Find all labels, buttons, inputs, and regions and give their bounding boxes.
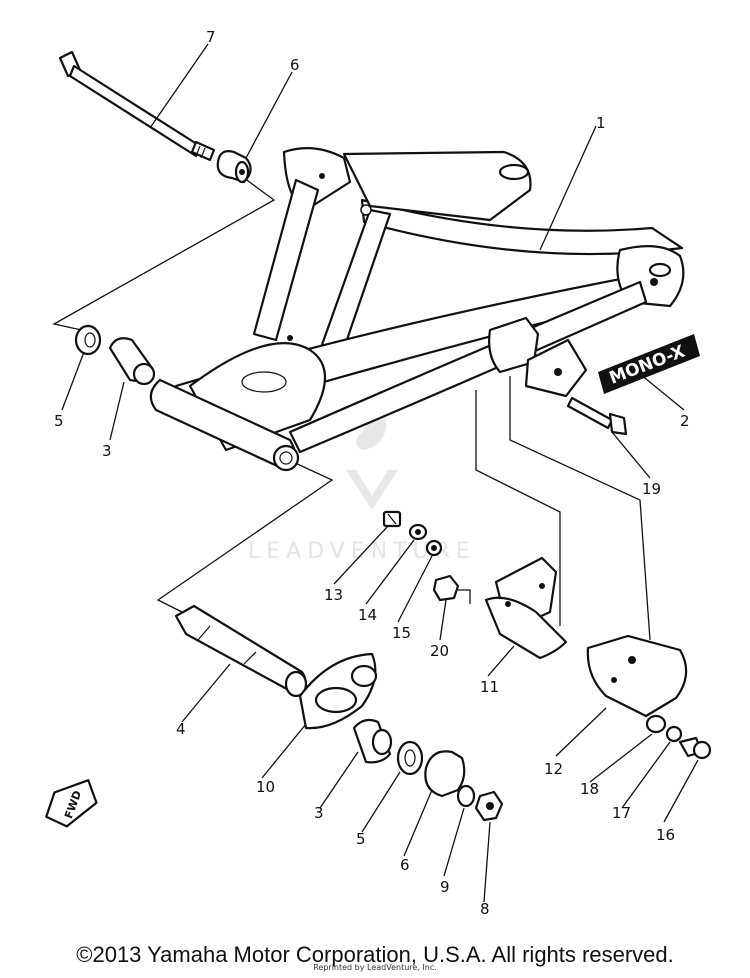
callout-18: 18 [580, 780, 599, 798]
part-19-bolt [566, 396, 628, 436]
part-12-bracket [586, 634, 688, 718]
callout-5a: 5 [54, 412, 64, 430]
part-4-pivot-shaft [174, 604, 308, 698]
part-5-washer-upper [74, 324, 102, 356]
copyright-notice: ©2013 Yamaha Motor Corporation, U.S.A. A… [76, 942, 674, 967]
part-10-arm [298, 652, 378, 730]
fwd-arrow: FWD [45, 779, 98, 828]
reprint-note: Reprinted by LeadVenture, Inc. [313, 963, 437, 972]
part-14-washer [408, 523, 428, 541]
callout-12: 12 [544, 760, 563, 778]
callout-16: 16 [656, 826, 675, 844]
callout-9: 9 [440, 878, 450, 896]
callout-20: 20 [430, 642, 449, 660]
part-13-bolt [382, 510, 402, 528]
part-20-nut [432, 574, 460, 602]
part-7-pivot-shaft [58, 50, 216, 162]
part-15-washer [425, 539, 443, 557]
callout-15: 15 [392, 624, 411, 642]
part-9-washer [456, 784, 476, 808]
part-18-washer [645, 714, 667, 734]
callout-7: 7 [206, 28, 216, 46]
callout-10: 10 [256, 778, 275, 796]
part-2-decal: MONO-X [598, 334, 700, 394]
callout-11: 11 [480, 678, 499, 696]
exploded-parts-diagram: LEADVENTURE [45, 28, 712, 918]
part-3-collar-upper [108, 337, 156, 386]
part-11-bracket [484, 556, 568, 660]
leader-lines [61, 43, 699, 903]
callout-6b: 6 [400, 856, 410, 874]
watermark-text: LEADVENTURE [248, 539, 476, 564]
callout-3b: 3 [314, 804, 324, 822]
part-3-collar-lower [352, 718, 393, 764]
part-1-swingarm [149, 147, 685, 472]
callout-8: 8 [480, 900, 490, 918]
callout-13: 13 [324, 586, 343, 604]
callout-3a: 3 [102, 442, 112, 460]
callout-17: 17 [612, 804, 631, 822]
callout-6a: 6 [290, 56, 300, 74]
part-6-bushing-upper [216, 150, 252, 184]
part-8-nut [474, 790, 504, 822]
callout-4: 4 [176, 720, 186, 738]
part-16-bolt [678, 736, 712, 760]
callout-numbers: 1 2 3 3 4 5 5 6 6 7 8 9 10 11 12 13 14 1… [54, 28, 690, 918]
callout-1: 1 [596, 114, 606, 132]
part-5-washer-lower [396, 740, 424, 776]
callout-14: 14 [358, 606, 377, 624]
callout-5b: 5 [356, 830, 366, 848]
callout-19: 19 [642, 480, 661, 498]
part-17-washer [665, 725, 683, 743]
part-6-bushing-lower [424, 750, 466, 798]
callout-2: 2 [680, 412, 690, 430]
